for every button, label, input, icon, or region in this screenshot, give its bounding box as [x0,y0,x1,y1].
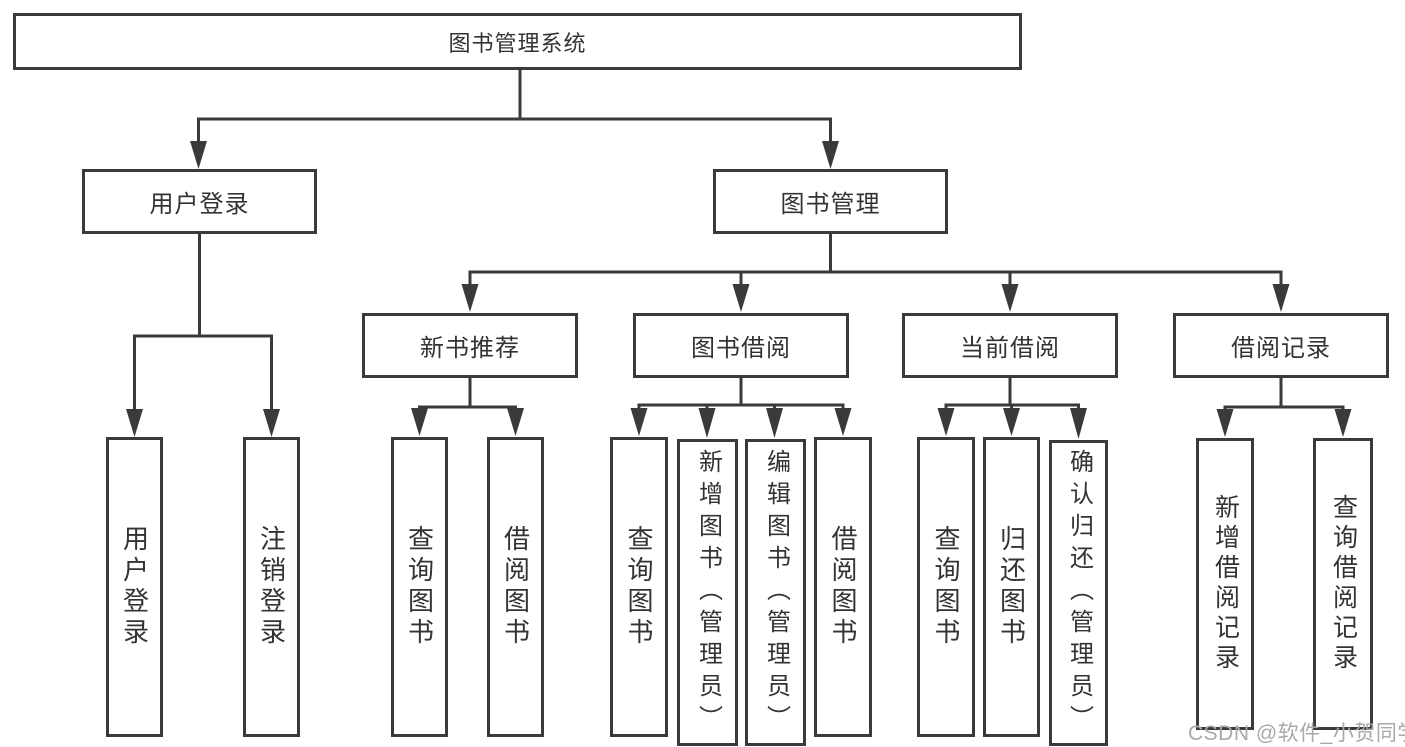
connector-book-management [468,232,1283,287]
arrowhead [1334,409,1352,437]
leaf-add-book-admin-label: 新增图书（管理员） [694,448,722,737]
leaf-add-book-admin: 新增图书（管理员） [677,439,738,746]
arrowhead [1216,409,1234,437]
node-book-borrow: 图书借阅 [633,313,849,378]
arrowhead [1001,284,1019,312]
node-library-management-system-label: 图书管理系统 [448,30,587,56]
arrowhead [190,141,207,169]
arrowhead [411,408,428,436]
node-new-book-recommend-label: 新书推荐 [420,335,520,362]
arrowhead [630,408,648,436]
arrowhead [766,408,783,438]
node-borrow-records-label: 借阅记录 [1231,335,1331,362]
arrowhead [1070,408,1087,439]
leaf-query-books-current-label: 查询图书 [931,525,961,649]
leaf-add-borrow-record-label: 新增借阅记录 [1211,494,1240,674]
leaf-borrow-books: 借阅图书 [814,437,872,737]
leaf-return-book: 归还图书 [983,437,1040,737]
arrowhead [834,408,852,436]
connector-root [197,68,832,146]
connector-current-borrow [944,376,1080,410]
node-book-borrow-label: 图书借阅 [691,335,791,362]
leaf-edit-book-admin: 编辑图书（管理员） [745,439,806,746]
connector-user-login [133,232,273,412]
leaf-user-login-label: 用户登录 [119,525,150,649]
node-library-management-system: 图书管理系统 [13,13,1022,70]
arrowhead [263,409,280,437]
leaf-borrow-books-recommend-label: 借阅图书 [500,525,531,649]
arrowheads [126,141,1352,439]
node-borrow-records: 借阅记录 [1173,313,1389,378]
node-new-book-recommend: 新书推荐 [362,313,578,378]
leaf-query-books-recommend-label: 查询图书 [404,525,435,649]
arrowhead [822,141,839,169]
arrowhead [461,284,479,312]
arrowhead [1003,408,1020,436]
leaf-logout-label: 注销登录 [256,525,287,649]
watermark: CSDN @软件_小贺同学 [1188,722,1405,745]
leaf-query-books-current: 查询图书 [917,437,975,737]
leaf-borrow-books-label: 借阅图书 [828,525,858,649]
leaf-confirm-return-admin: 确认归还（管理员） [1049,440,1108,746]
leaf-add-borrow-record: 新增借阅记录 [1196,438,1254,730]
leaf-borrow-books-recommend: 借阅图书 [487,437,544,737]
leaf-confirm-return-admin-label: 确认归还（管理员） [1065,449,1093,737]
arrowhead [126,409,143,437]
leaf-user-login: 用户登录 [106,437,163,737]
arrowhead [937,408,955,436]
node-book-management: 图书管理 [713,169,948,234]
arrowhead [698,408,716,438]
arrowhead [507,408,524,436]
leaf-query-books-borrow-label: 查询图书 [624,525,654,649]
node-current-borrow: 当前借阅 [902,313,1118,378]
leaf-query-books-recommend: 查询图书 [391,437,448,737]
arrowhead [1272,284,1290,312]
node-user-login-label: 用户登录 [149,191,250,218]
connector-borrow-records [1223,376,1345,412]
connector-book-borrow [637,376,845,410]
leaf-logout: 注销登录 [243,437,300,737]
node-user-login: 用户登录 [82,169,317,234]
connector-new-book [418,376,517,412]
leaf-query-borrow-record-label: 查询借阅记录 [1329,494,1358,674]
leaf-edit-book-admin-label: 编辑图书（管理员） [762,448,790,737]
node-book-management-label: 图书管理 [780,191,881,218]
leaf-query-borrow-record: 查询借阅记录 [1313,438,1373,730]
leaf-return-book-label: 归还图书 [996,525,1027,649]
leaf-query-books-borrow: 查询图书 [610,437,668,737]
arrowhead [732,284,750,312]
node-current-borrow-label: 当前借阅 [960,335,1060,362]
